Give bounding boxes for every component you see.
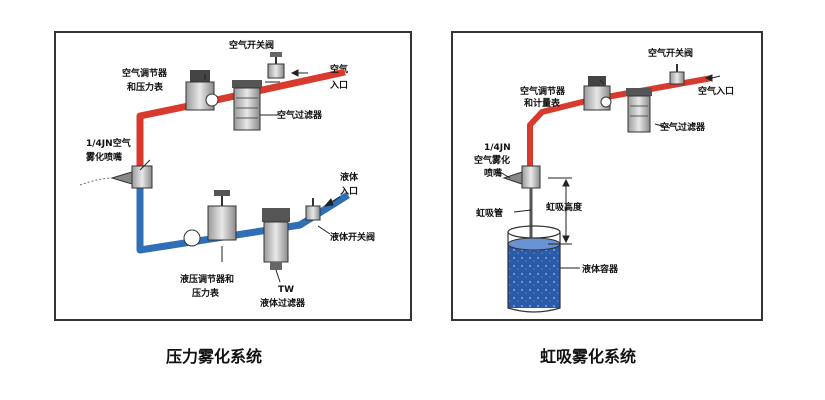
pressure-label-nozzle-2: 雾化喷嘴 xyxy=(85,151,122,163)
siphon-leaders xyxy=(499,74,721,269)
pressure-label-liquid-valve: 液体开关阀 xyxy=(330,231,375,243)
pressure-tw-filter xyxy=(262,208,290,270)
pressure-label-nozzle-1: 1/4JN空气 xyxy=(86,137,131,149)
pressure-air-regulator xyxy=(185,70,219,111)
pressure-label-air-valve: 空气开关阀 xyxy=(229,39,274,51)
pressure-system-panel: 空气开关阀 空气 入口 空气调节器 和压力表 空气过滤器 1/4JN空气 雾化喷… xyxy=(54,31,412,321)
pressure-label-air-regulator-1: 空气调节器 xyxy=(122,67,168,79)
pressure-label-liquid-inlet-2: 入口 xyxy=(339,186,358,197)
pressure-air-pipe xyxy=(136,68,346,168)
siphon-system-panel: 空气开关阀 空气入口 空气调节器 和计量表 空气过滤器 1/4JN 空气雾化 喷… xyxy=(451,31,763,321)
siphon-label-air-regulator-2: 和计量表 xyxy=(523,97,561,109)
pressure-label-liquid-regulator-2: 压力表 xyxy=(192,287,220,299)
pressure-air-valve xyxy=(267,52,285,79)
siphon-label-nozzle-1: 1/4JN xyxy=(484,143,511,153)
pressure-liquid-regulator xyxy=(183,190,237,247)
siphon-label-nozzle-2: 空气雾化 xyxy=(474,154,510,166)
siphon-label-air-regulator-1: 空气调节器 xyxy=(520,85,566,97)
siphon-air-regulator xyxy=(583,76,612,111)
pressure-label-liquid-inlet-1: 液体 xyxy=(340,171,359,183)
pressure-system-caption: 压力雾化系统 xyxy=(166,347,263,366)
siphon-air-valve xyxy=(669,64,685,85)
pressure-label-air-regulator-2: 和压力表 xyxy=(126,81,164,93)
pressure-frame xyxy=(54,31,412,321)
pressure-leaders xyxy=(139,69,341,283)
siphon-label-air-filter: 空气过滤器 xyxy=(660,121,706,133)
siphon-label-air-inlet: 空气入口 xyxy=(698,85,734,97)
pressure-label-air-filter: 空气过滤器 xyxy=(277,109,323,121)
siphon-frame xyxy=(451,31,763,321)
siphon-system-caption: 虹吸雾化系统 xyxy=(540,347,637,366)
pressure-nozzle xyxy=(79,165,153,189)
siphon-label-air-valve: 空气开关阀 xyxy=(648,47,693,59)
pressure-air-filter xyxy=(232,80,262,131)
siphon-liquid-container xyxy=(507,225,561,313)
siphon-height-dimension xyxy=(548,177,572,245)
siphon-label-nozzle-3: 喷嘴 xyxy=(484,167,502,179)
siphon-air-filter xyxy=(626,88,652,133)
pressure-label-tw-filter-2: 液体过滤器 xyxy=(260,297,306,309)
pressure-label-air-inlet-2: 入口 xyxy=(329,80,348,91)
pressure-liquid-valve xyxy=(305,198,321,221)
pressure-label-air-inlet-1: 空气 xyxy=(330,63,348,75)
siphon-nozzle xyxy=(502,165,541,189)
siphon-label-liquid-container: 液体容器 xyxy=(582,263,619,275)
pressure-label-liquid-regulator-1: 液压调节器和 xyxy=(180,273,234,285)
siphon-label-siphon-height: 虹吸高度 xyxy=(546,201,583,213)
siphon-label-siphon-tube: 虹吸管 xyxy=(476,207,503,219)
pressure-label-tw-filter-1: TW xyxy=(278,285,294,295)
